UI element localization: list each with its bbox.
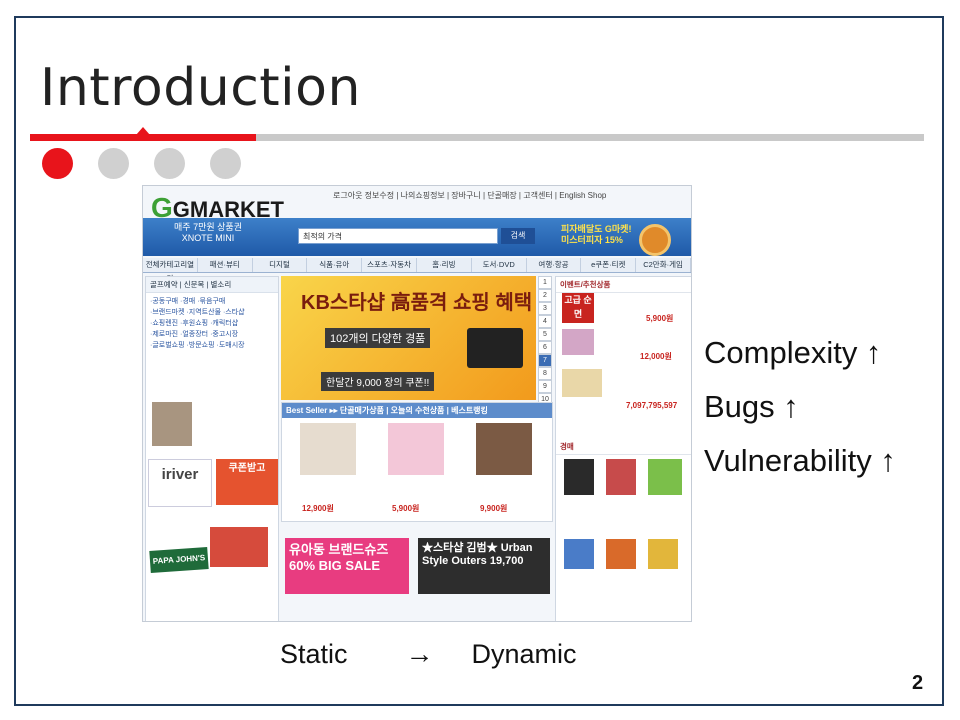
product-thumbnail xyxy=(300,423,356,475)
product-thumbnail xyxy=(476,423,532,475)
papa-johns-logo: PAPA JOHN'S xyxy=(149,547,209,573)
number-tab: 1 xyxy=(538,276,552,289)
category-nav: 전체카테고리열기 패션·뷰티 디지털 식품·유아 스포츠·자동차 홈·리빙 도서… xyxy=(143,258,691,283)
best-item: 12,900원 xyxy=(290,423,368,513)
best-item-price: 9,900원 xyxy=(480,504,508,513)
nav-item: 도서·DVD xyxy=(472,258,527,272)
nav-item: 패션·뷰티 xyxy=(198,258,253,272)
bullet-complexity: Complexity ↑ xyxy=(704,335,882,370)
nav-item: 여행·항공 xyxy=(527,258,582,272)
nav-item: 디지털 xyxy=(253,258,308,272)
caption: Static → Dynamic xyxy=(280,638,577,670)
caption-static: Static xyxy=(280,638,348,669)
product-thumbnail xyxy=(152,402,192,446)
number-tab: 9 xyxy=(538,380,552,393)
left-menu-row: ·쇼핑렌진 ·후원쇼핑 ·캐릭터샵 xyxy=(150,320,239,327)
slide-frame xyxy=(14,16,944,706)
best-item: 9,900원 xyxy=(466,423,544,513)
number-tab: 2 xyxy=(538,289,552,302)
right-arrow-icon: → xyxy=(405,638,434,669)
progress-dot-active xyxy=(42,148,73,179)
right-column: 이벤트/추천상품 고급 순면 5,900원 12,000원 7,097,795,… xyxy=(555,276,691,621)
bullet-list: Complexity ↑ Bugs ↑ Vulnerability ↑ xyxy=(704,330,896,492)
number-tab-active: 7 xyxy=(538,354,552,367)
left-menu-row: ·제로마진 ·얼종장터 ·중고시장 xyxy=(150,331,239,338)
number-tab: 6 xyxy=(538,341,552,354)
iriver-ad: iriver xyxy=(148,459,212,507)
search-input: 최적의 가격 xyxy=(298,228,498,244)
right-column-head: 이벤트/추천상품 xyxy=(556,277,691,293)
product-thumbnail xyxy=(648,539,678,569)
bullet-bugs: Bugs ↑ xyxy=(704,389,799,424)
caption-dynamic: Dynamic xyxy=(471,638,577,669)
left-menu-row: ·공동구매 ·경매 ·묶음구매 xyxy=(150,298,226,305)
auction-head: 경매 xyxy=(556,439,691,455)
nav-item: e쿠폰·티켓 xyxy=(581,258,637,272)
progress-dot xyxy=(154,148,185,179)
progress-dots xyxy=(42,148,241,179)
product-thumbnail xyxy=(564,539,594,569)
product-thumbnail xyxy=(606,539,636,569)
nav-item: C2만화·게임 xyxy=(636,258,691,272)
number-tab: 5 xyxy=(538,328,552,341)
slide-title: Introduction xyxy=(40,58,361,118)
top-links: 로그아웃 정보수정 | 나의쇼핑정보 | 장바구니 | 단골매장 | 고객센터 … xyxy=(333,191,607,200)
promo-subtitle-2: 한달간 9,000 장의 쿠폰!! xyxy=(321,372,435,391)
product-thumbnail xyxy=(606,459,636,495)
shoes-sale-ad: 유아동 브랜드슈즈 60% BIG SALE xyxy=(285,538,409,594)
best-item-price: 12,900원 xyxy=(302,504,334,513)
product-thumbnail xyxy=(562,329,594,355)
pizza-icon xyxy=(639,224,671,256)
title-rule xyxy=(256,134,924,141)
nav-item: 스포츠·자동차 xyxy=(362,258,417,272)
banner-right-promo: 피자배달도 G마켓! 미스터피자 15% xyxy=(561,224,632,245)
urban-style-ad: ★스타샵 김범★ Urban Style Outers 19,700 xyxy=(418,538,550,594)
product-thumbnail xyxy=(564,459,594,495)
left-column: 골프예약 | 신문복 | 별소리 ·공동구매 ·경매 ·묶음구매 ·브랜드마켓 … xyxy=(145,276,279,621)
promo-title: KB스타샵 高품격 쇼핑 혜택 xyxy=(301,292,533,314)
gmarket-logo: GGMARKET xyxy=(151,192,284,223)
main-promo-banner: KB스타샵 高품격 쇼핑 혜택 102개의 다양한 경품 한달간 9,000 장… xyxy=(281,276,536,400)
best-item: 5,900원 xyxy=(378,423,456,513)
product-thumbnail xyxy=(562,369,602,397)
best-seller-panel: Best Seller ▸▸ 단골매가상품 | 오늘의 수천상품 | 베스트랭킹… xyxy=(281,402,553,522)
bullet-vulnerability: Vulnerability ↑ xyxy=(704,443,896,478)
promo-subtitle: 102개의 다양한 경품 xyxy=(325,328,431,348)
best-item-price: 5,900원 xyxy=(392,504,420,513)
left-menu: ·공동구매 ·경매 ·묶음구매 ·브랜드마켓 ·지역트산물 ·스타샵 ·쇼핑렌진… xyxy=(146,293,278,354)
banner-left-promo: 매주 7만원 상품권 XNOTE MINI xyxy=(174,222,242,243)
best-seller-head: Best Seller ▸▸ 단골매가상품 | 오늘의 수천상품 | 베스트랭킹 xyxy=(282,403,552,418)
number-tab: 8 xyxy=(538,367,552,380)
rule-notch-icon xyxy=(136,127,150,135)
title-rule-accent xyxy=(30,134,256,141)
nav-item: 홈·리빙 xyxy=(417,258,472,272)
nav-item: 식품·유아 xyxy=(307,258,363,272)
left-column-head: 골프예약 | 신문복 | 별소리 xyxy=(146,277,278,293)
coupon-ad: 쿠폰받고 xyxy=(216,459,278,505)
progress-dot xyxy=(210,148,241,179)
donation-counter: 7,097,795,597 xyxy=(626,401,678,410)
page-number: 2 xyxy=(912,672,924,694)
product-thumbnail xyxy=(388,423,444,475)
number-tab: 4 xyxy=(538,315,552,328)
product-thumbnail xyxy=(210,527,268,567)
left-menu-row: ·브랜드마켓 ·지역트산물 ·스타샵 xyxy=(150,309,245,316)
product-badge: 고급 순면 xyxy=(562,293,594,323)
nav-item: 전체카테고리열기 xyxy=(143,258,198,283)
gmarket-screenshot: GGMARKET 로그아웃 정보수정 | 나의쇼핑정보 | 장바구니 | 단골매… xyxy=(142,185,692,622)
progress-dot xyxy=(98,148,129,179)
search-button: 검색 xyxy=(501,228,535,244)
product-thumbnail xyxy=(648,459,682,495)
right-price-2: 12,000원 xyxy=(640,352,672,361)
promo-number-tabs: 1 2 3 4 5 6 7 8 9 10 xyxy=(538,276,552,406)
number-tab: 3 xyxy=(538,302,552,315)
device-image xyxy=(467,328,523,368)
right-price: 5,900원 xyxy=(646,314,674,323)
left-menu-row: ·글로벌쇼핑 ·방문쇼핑 ·도매시장 xyxy=(150,342,245,349)
